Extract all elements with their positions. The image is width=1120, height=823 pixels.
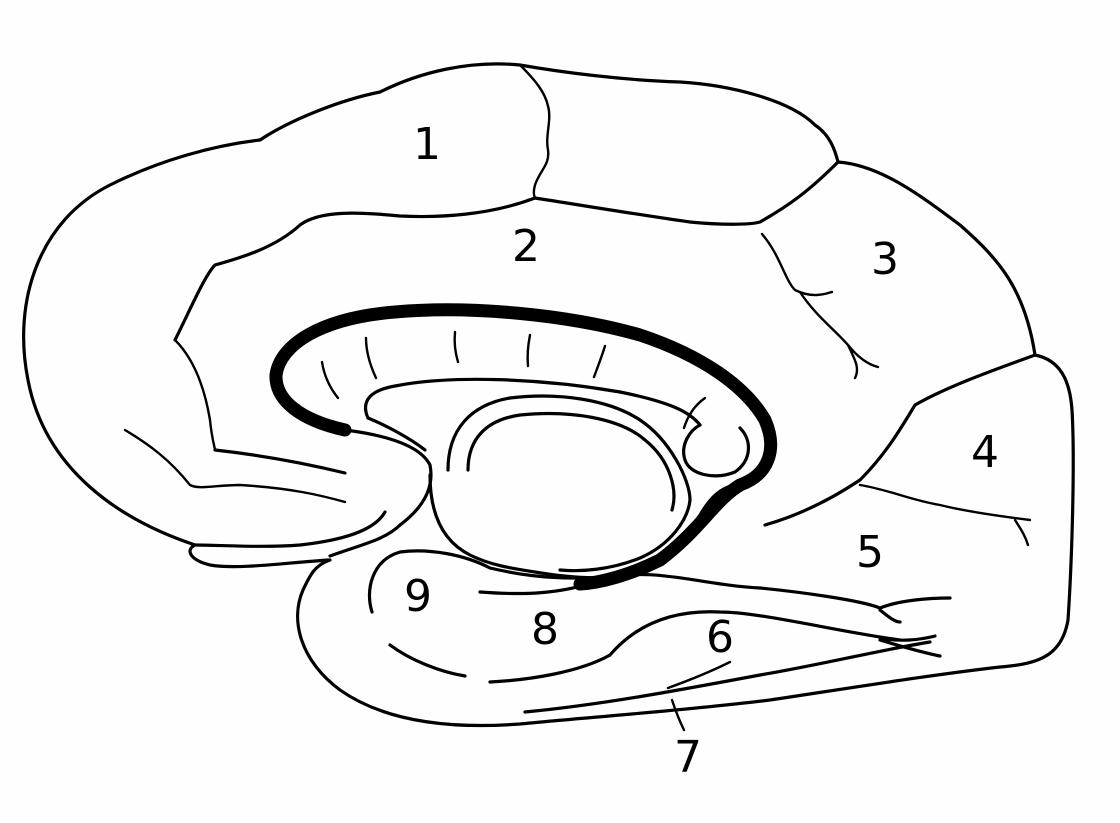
septal-line-5 [592,344,607,379]
fornix-outer [364,377,702,427]
thalamus-outer [446,394,692,573]
uncus-contour [367,549,577,614]
fornix-inner [366,416,427,452]
collateral-sulcus [478,572,952,624]
label-region-4: 4 [971,427,999,478]
parahippocampal-curve [388,643,467,678]
superior-fold [518,63,550,108]
label-region-3: 3 [871,234,899,285]
septal-line-1 [320,360,340,400]
orbital-sulcus-lower [213,448,347,475]
occipitotemporal-sulcus [523,640,932,714]
septal-line-2 [364,336,378,380]
cingulate-sulcus [173,160,840,342]
label-region-6: 6 [706,612,734,663]
orbital-sulcus-upper [123,428,347,504]
gyrus-rectus [193,510,387,548]
callosum-inner [328,428,433,558]
label-region-1: 1 [413,119,441,170]
sulcus-branch-6 [666,660,732,690]
calcarine-sulcus [858,483,1032,547]
parieto-occipital-sulcus [763,353,1037,527]
septal-line-4 [526,333,532,368]
pineal-round [682,423,750,478]
label-region-2: 2 [512,221,540,272]
hypothalamus-curve [428,473,737,580]
leader-line-7 [670,698,686,732]
paracentral-sulcus [532,104,551,200]
label-region-5: 5 [856,527,884,578]
outer-contour [22,62,1075,728]
marginal-sulcus [760,232,880,380]
thalamus-inner [466,411,676,512]
corpus-callosum [269,303,778,591]
septal-line-6 [682,396,707,430]
label-region-9: 9 [404,571,432,622]
label-region-8: 8 [531,604,559,655]
septal-line-3 [453,330,460,364]
rhinal-sulcus [488,610,942,684]
superior-frontal-sulcus [173,338,217,452]
label-region-7: 7 [674,732,702,783]
